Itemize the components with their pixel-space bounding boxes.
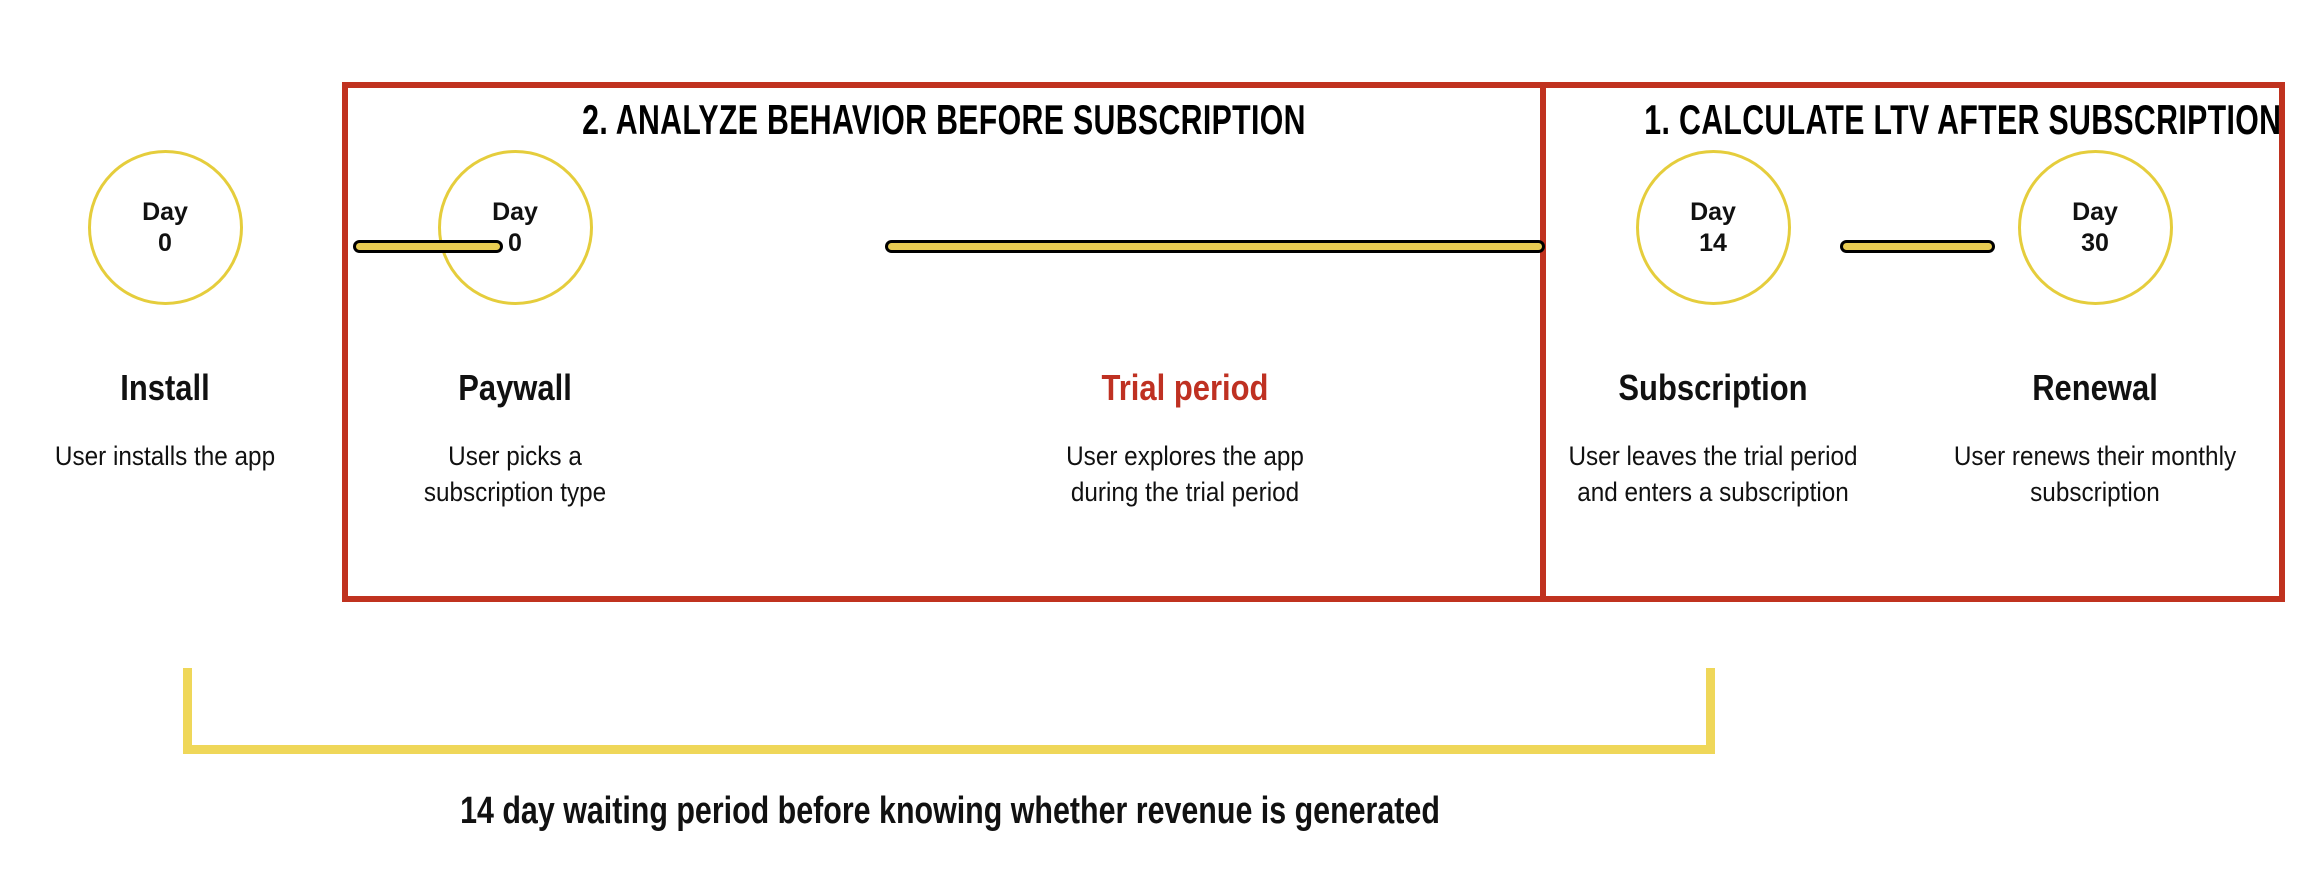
connector-trial-period — [885, 240, 1545, 253]
day-number-subscription: 14 — [1699, 228, 1727, 257]
day-word-install: Day — [142, 198, 188, 226]
step-label-subscription: Subscription — [1618, 367, 1808, 408]
day-circle-subscription: Day 14 — [1635, 150, 1791, 305]
group-title-analyze-wrap: 2. ANALYZE BEHAVIOR BEFORE SUBSCRIPTION — [342, 82, 1546, 172]
day-circle-paywall: Day 0 — [437, 150, 593, 305]
step-paywall: Day 0 Paywall User picks a subscription … — [380, 150, 650, 511]
group-title-analyze-behavior: 2. ANALYZE BEHAVIOR BEFORE SUBSCRIPTION — [582, 96, 1306, 143]
connector-subscription-to-renewal — [1840, 240, 1995, 253]
connector-install-to-paywall — [353, 240, 503, 253]
day-number-renewal: 30 — [2081, 228, 2109, 257]
day-circle-renewal: Day 30 — [2017, 150, 2173, 305]
step-label-trial-period: Trial period — [1101, 367, 1269, 408]
step-description-renewal: User renews their monthly subscription — [1953, 441, 2237, 507]
step-description-subscription: User leaves the trial period and enters … — [1568, 441, 1858, 507]
step-label-install: Install — [120, 367, 210, 408]
step-description-trial-period: User explores the app during the trial p… — [1066, 441, 1304, 507]
day-number-paywall: 0 — [508, 228, 522, 257]
step-description-paywall: User picks a subscription type — [423, 441, 607, 507]
day-word-renewal: Day — [2072, 198, 2118, 226]
group-title-calculate-wrap: 1. CALCULATE LTV AFTER SUBSCRIPTION — [1540, 82, 2285, 172]
waiting-period-bracket — [183, 668, 1715, 754]
step-description-install: User installs the app — [54, 441, 276, 471]
waiting-period-caption: 14 day waiting period before knowing whe… — [460, 790, 1440, 832]
step-install: Day 0 Install User installs the app — [30, 150, 300, 475]
day-number-install: 0 — [158, 228, 172, 257]
day-circle-install: Day 0 — [87, 150, 243, 305]
day-word-paywall: Day — [492, 198, 538, 226]
step-label-paywall: Paywall — [458, 367, 572, 408]
step-trial-period: Trial period User explores the app durin… — [1020, 150, 1350, 511]
trial-circle-placeholder — [1020, 150, 1350, 305]
group-box-calculate-ltv — [1540, 82, 2285, 602]
step-renewal: Day 30 Renewal User renews their monthly… — [1930, 150, 2260, 511]
day-word-subscription: Day — [1690, 198, 1736, 226]
group-title-calculate-ltv: 1. CALCULATE LTV AFTER SUBSCRIPTION — [1644, 96, 2282, 143]
step-subscription: Day 14 Subscription User leaves the tria… — [1548, 150, 1878, 511]
step-label-renewal: Renewal — [2032, 367, 2158, 408]
